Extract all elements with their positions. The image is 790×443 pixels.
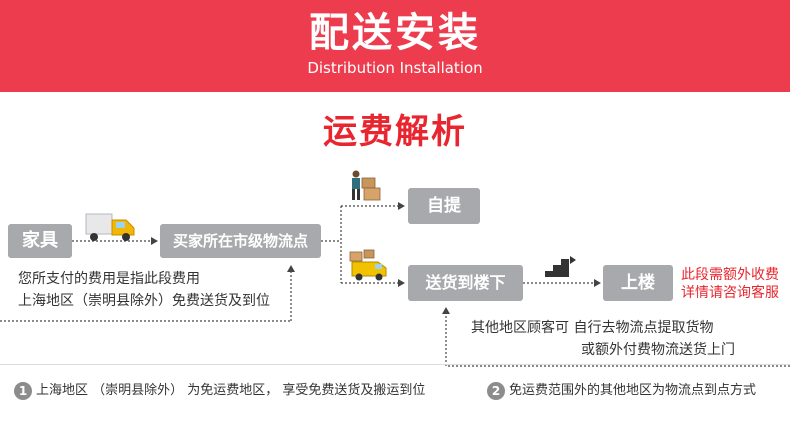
upstairs-label: 上楼 [621,273,655,293]
arrowhead-delivery [398,279,405,287]
page-subtitle: Distribution Installation [307,59,483,77]
other-regions-note-line1: 其他地区顾客可 自行去物流点提取货物 [471,320,714,336]
footer-note-2: 免运费范围外的其他地区为物流点到点方式 [509,383,757,398]
stairs-icon [537,256,576,277]
delivery-downstairs-box: 送货到楼下 [408,265,523,301]
page-title: 配送安装 [309,10,481,56]
upstairs-box: 上楼 [603,265,673,301]
city-logistics-point-box: 买家所在市级物流点 [160,224,321,258]
header-banner: 配送安装 Distribution Installation [0,0,790,92]
truck-icon [85,213,135,241]
arrowhead-upstairs [594,279,601,287]
person-with-boxes-icon [352,170,381,201]
other-regions-note-line2: 或额外付费物流送货上门 [581,342,735,358]
footer-note-2-number: 2 [487,382,505,400]
arrowhead-left-up [287,265,295,272]
arrowhead-city [151,237,158,245]
upstairs-fee-note-line2: 详情请咨询客服 [681,285,779,301]
arrowhead-right-up [442,307,450,314]
footer-note-1-number: 1 [14,382,32,400]
delivery-downstairs-label: 送货到楼下 [425,273,506,292]
furniture-box: 家具 [8,224,72,258]
furniture-label: 家具 [22,230,58,251]
footer-divider [0,364,790,365]
city-logistics-point-label: 买家所在市级物流点 [172,232,308,250]
paid-fee-note-line1: 您所支付的费用是指此段费用 [18,271,200,287]
upstairs-fee-note-line1: 此段需额外收费 [681,267,779,283]
section-title: 运费解析 [323,112,467,152]
paid-fee-note-line2: 上海地区（崇明县除外）免费送货及到位 [18,293,270,309]
footer-note-1: 上海地区 （崇明县除外） 为免运费地区， 享受免费送货及搬运到位 [36,383,426,398]
self-pickup-label: 自提 [427,196,461,216]
delivery-van-icon [349,249,387,281]
self-pickup-box: 自提 [408,188,480,224]
arrowhead-pickup [398,202,405,210]
